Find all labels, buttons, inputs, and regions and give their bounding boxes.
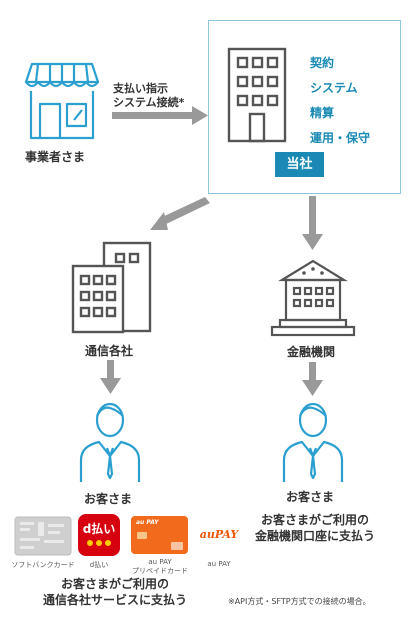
d-barai-caption: d払い bbox=[89, 561, 109, 569]
arrow-company-to-bank bbox=[309, 196, 316, 236]
carrier-description-line1: お客さまがご利用の bbox=[60, 577, 169, 591]
instruction-note-line1: 支払い指示 bbox=[113, 82, 168, 95]
customer-label-right: お客さま bbox=[286, 490, 335, 504]
softbank-card-caption: ソフトバンクカード bbox=[11, 561, 75, 569]
bank-building-icon bbox=[270, 259, 356, 337]
au-pay-card-text: au PAY bbox=[136, 519, 159, 526]
bank-description-line1: お客さまがご利用の bbox=[260, 513, 369, 527]
d-barai-logo-icon: d払い bbox=[78, 514, 120, 556]
customer-label-left: お客さま bbox=[84, 492, 133, 506]
arrow-bank-to-customer bbox=[309, 362, 316, 382]
au-pay-logo-icon: auPAY bbox=[199, 528, 239, 541]
instruction-note-line2: システム接続* bbox=[113, 96, 185, 109]
carrier-description-line2: 通信各社サービスに支払う bbox=[42, 593, 187, 607]
customer-person-icon-left bbox=[79, 402, 141, 482]
arrow-merchant-to-company bbox=[112, 112, 194, 119]
arrow-company-to-carrier bbox=[158, 197, 210, 226]
carrier-buildings-icon bbox=[71, 241, 152, 334]
arrow-carrier-to-customer bbox=[107, 360, 114, 380]
au-pay-caption: au PAY bbox=[207, 560, 231, 568]
carrier-label: 通信各社 bbox=[85, 344, 134, 358]
service-operation: 運用・保守 bbox=[310, 131, 371, 145]
service-system: システム bbox=[310, 81, 358, 95]
softbank-card-icon bbox=[14, 516, 72, 556]
service-settlement: 精算 bbox=[310, 106, 335, 120]
d-barai-logo-text: d払い bbox=[82, 522, 116, 536]
merchant-label: 事業者さま bbox=[25, 150, 86, 164]
au-pay-prepaid-caption: au PAY プリペイドカード bbox=[132, 558, 188, 575]
au-pay-prepaid-card-icon: au PAY bbox=[131, 516, 188, 554]
footnote: ※API方式・SFTP方式での接続の場合。 bbox=[228, 597, 371, 606]
store-icon bbox=[24, 62, 100, 140]
office-building-icon bbox=[227, 47, 287, 143]
company-badge: 当社 bbox=[275, 152, 324, 177]
customer-person-icon-right bbox=[282, 402, 344, 482]
bank-description-line2: 金融機関口座に支払う bbox=[254, 529, 375, 543]
bank-label: 金融機関 bbox=[287, 345, 336, 359]
service-contract: 契約 bbox=[310, 56, 335, 70]
